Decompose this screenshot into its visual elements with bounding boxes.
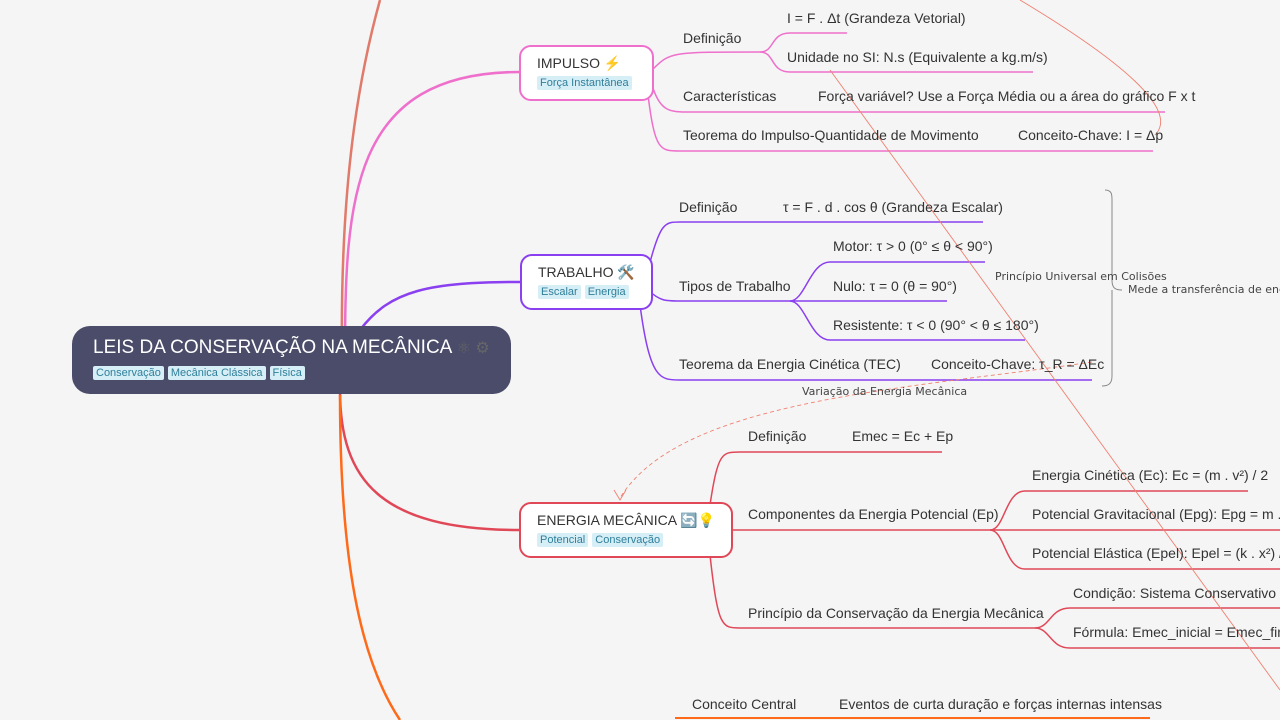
subtopic[interactable]: Força variável? Use a Força Média ou a á… xyxy=(818,88,1196,104)
topic-title: ENERGIA MECÂNICA 🔄💡 xyxy=(537,512,716,528)
tag: Física xyxy=(269,366,305,380)
tag: Energia xyxy=(584,285,629,299)
atom-gear-icon: ⚛ ⚙ xyxy=(456,340,490,357)
relationship-label[interactable]: Variação da Energia Mecânica xyxy=(802,385,968,398)
relationship-label[interactable]: Princípio Universal em Colisões xyxy=(995,270,1167,283)
topic-title: TRABALHO 🛠️ xyxy=(538,264,635,280)
subtopic[interactable]: Unidade no SI: N.s (Equivalente a kg.m/s… xyxy=(787,49,1048,65)
root-title: LEIS DA CONSERVAÇÃO NA MECÂNICA xyxy=(93,337,452,358)
subtopic[interactable]: Definição xyxy=(748,428,807,444)
tag: Mecânica Clássica xyxy=(167,366,266,380)
root-topic[interactable]: LEIS DA CONSERVAÇÃO NA MECÂNICA ⚛ ⚙ Cons… xyxy=(72,326,511,394)
subtopic[interactable]: Componentes da Energia Potencial (Ep) xyxy=(748,506,999,522)
subtopic[interactable]: Conceito-Chave: τ_R = ΔEc xyxy=(931,356,1105,372)
subtopic[interactable]: Fórmula: Emec_inicial = Emec_final xyxy=(1073,624,1280,640)
topic-title: IMPULSO ⚡ xyxy=(537,55,622,71)
subtopic[interactable]: Teorema do Impulso-Quantidade de Movimen… xyxy=(683,127,979,143)
subtopic[interactable]: Potencial Elástica (Epel): Epel = (k . x… xyxy=(1032,545,1280,561)
subtopic[interactable]: I = F . Δt (Grandeza Vetorial) xyxy=(787,10,966,26)
subtopic[interactable]: Definição xyxy=(683,30,742,46)
tag: Escalar xyxy=(538,285,581,299)
subtopic[interactable]: Princípio da Conservação da Energia Mecâ… xyxy=(748,605,1044,621)
subtopic[interactable]: Emec = Ec + Ep xyxy=(852,428,954,444)
tag: Conservação xyxy=(592,533,664,547)
summary-label[interactable]: Mede a transferência de energ xyxy=(1128,283,1280,296)
tag: Força Instantânea xyxy=(537,76,632,90)
subtopic[interactable]: τ = F . d . cos θ (Grandeza Escalar) xyxy=(783,199,1003,215)
tag: Potencial xyxy=(537,533,589,547)
subtopic[interactable]: Eventos de curta duração e forças intern… xyxy=(839,696,1162,712)
subtopic[interactable]: Resistente: τ < 0 (90° < θ ≤ 180°) xyxy=(833,317,1039,333)
subtopic[interactable]: Potencial Gravitacional (Epg): Epg = m .… xyxy=(1032,506,1280,522)
subtopic[interactable]: Motor: τ > 0 (0° ≤ θ < 90°) xyxy=(833,238,993,254)
subtopic[interactable]: Conceito-Chave: I = Δp xyxy=(1018,127,1164,143)
subtopic[interactable]: Características xyxy=(683,88,777,104)
subtopic[interactable]: Definição xyxy=(679,199,738,215)
subtopic[interactable]: Tipos de Trabalho xyxy=(679,278,791,294)
subtopic[interactable]: Condição: Sistema Conservativo (a xyxy=(1073,585,1280,601)
topic-impulso[interactable]: IMPULSO ⚡ Força Instantânea xyxy=(519,45,654,101)
subtopic[interactable]: Energia Cinética (Ec): Ec = (m . v²) / 2 xyxy=(1032,467,1269,483)
subtopic[interactable]: Nulo: τ = 0 (θ = 90°) xyxy=(833,278,957,294)
tag: Conservação xyxy=(93,366,164,380)
subtopic[interactable]: Teorema da Energia Cinética (TEC) xyxy=(679,356,901,372)
subtopic[interactable]: Conceito Central xyxy=(692,696,797,712)
